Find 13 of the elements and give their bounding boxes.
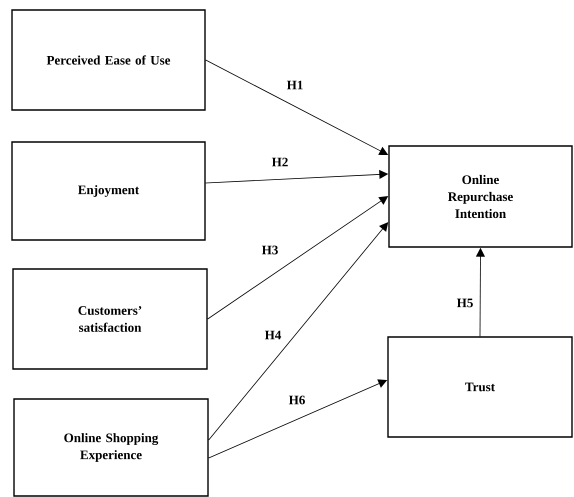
concept-box: Online Shopping Experience — [13, 398, 209, 497]
edge-label: H2 — [270, 156, 290, 168]
concept-box: Perceived Ease of Use — [11, 9, 206, 111]
concept-box: Online Repurchase Intention — [388, 145, 573, 248]
concept-box: Trust — [387, 336, 573, 438]
edge-label: H5 — [456, 298, 474, 308]
concept-box: Enjoyment — [11, 141, 206, 241]
edge-label: H3 — [260, 244, 280, 256]
edge-label: H4 — [264, 330, 282, 340]
edge-label: H6 — [288, 394, 306, 406]
edge-label: H1 — [286, 80, 304, 90]
concept-box: Customers’ satisfaction — [12, 268, 208, 370]
arrow — [208, 222, 388, 440]
